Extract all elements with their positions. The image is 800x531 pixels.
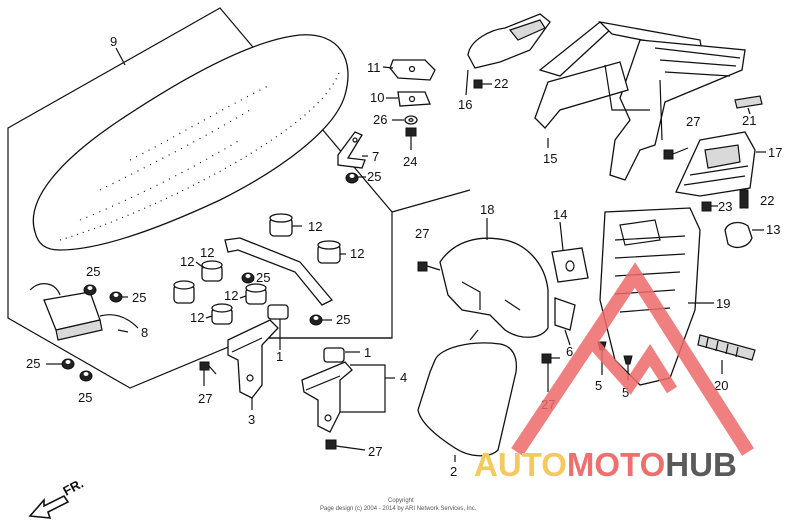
grommet-25-e[interactable] — [109, 291, 123, 303]
callout-1-a: 1 — [276, 349, 283, 364]
watermark-moto: MOTO — [567, 446, 665, 483]
callout-25-g: 25 — [78, 390, 92, 405]
cushion-12-f[interactable] — [211, 303, 233, 325]
seat-bracket-bar[interactable] — [224, 237, 334, 306]
cushion-12-c[interactable] — [201, 260, 223, 282]
watermark-hub: HUB — [665, 446, 737, 483]
callout-25-b: 25 — [256, 270, 270, 285]
callout-20: 20 — [714, 378, 728, 393]
callout-14: 14 — [553, 207, 567, 222]
plate-14[interactable] — [551, 247, 589, 283]
grommet-25-d[interactable] — [83, 284, 97, 296]
callout-26: 26 — [373, 112, 387, 127]
bolt-22-a[interactable] — [473, 79, 483, 89]
tail-cover-17[interactable] — [675, 131, 756, 197]
watermark-text: AUTOMOTOHUB — [474, 446, 737, 483]
callout-27-e: 27 — [686, 114, 700, 129]
bracket-13[interactable] — [724, 221, 753, 249]
callout-16: 16 — [458, 97, 472, 112]
washer-26[interactable] — [404, 115, 418, 125]
clip-11[interactable] — [389, 59, 436, 81]
rubber-1-upper[interactable] — [267, 304, 289, 320]
callout-25-d: 25 — [86, 264, 100, 279]
callout-6: 6 — [566, 344, 573, 359]
callout-13: 13 — [766, 222, 780, 237]
bolt-27-e[interactable] — [663, 147, 689, 160]
grommet-25-f[interactable] — [61, 358, 75, 370]
callout-17: 17 — [768, 145, 782, 160]
callout-1-b: 1 — [364, 345, 371, 360]
watermark-auto: AUTO — [474, 446, 567, 483]
seat[interactable] — [32, 34, 349, 251]
callout-22-a: 22 — [494, 76, 508, 91]
grommet-25-g[interactable] — [79, 370, 93, 382]
callout-12-f: 12 — [190, 310, 204, 325]
cushion-12-d[interactable] — [173, 280, 195, 304]
label-21[interactable] — [734, 95, 763, 109]
callout-8: 8 — [141, 325, 148, 340]
callout-25-e: 25 — [132, 290, 146, 305]
grommet-25-upper[interactable] — [345, 172, 359, 184]
grab-rail-16[interactable] — [467, 13, 551, 69]
callout-25-c: 25 — [336, 312, 350, 327]
tool-box-8[interactable] — [29, 283, 139, 341]
callout-19: 19 — [716, 296, 730, 311]
callout-3: 3 — [248, 412, 255, 427]
cushion-12-a[interactable] — [269, 213, 293, 237]
clip-10[interactable] — [397, 91, 431, 107]
rear-carrier-15[interactable] — [534, 20, 746, 181]
bracket-7[interactable] — [337, 131, 366, 169]
callout-5-b: 5 — [622, 385, 629, 400]
callout-12-c: 12 — [200, 245, 214, 260]
callout-27-c: 27 — [368, 444, 382, 459]
callout-12-b: 12 — [350, 246, 364, 261]
copyright-title: Copyright — [388, 498, 414, 504]
callout-12-e: 12 — [224, 288, 238, 303]
copyright-text: Page design (c) 2004 - 2014 by ARI Netwo… — [320, 506, 477, 512]
hinge-bracket-3[interactable] — [227, 319, 279, 399]
callout-5-a: 5 — [595, 378, 602, 393]
callout-12-d: 12 — [180, 254, 194, 269]
callout-10: 10 — [370, 90, 384, 105]
watermark-logo — [511, 262, 754, 456]
bracket-6[interactable] — [554, 297, 576, 331]
callout-25-f: 25 — [26, 356, 40, 371]
callout-4: 4 — [400, 370, 407, 385]
callout-27-a: 27 — [415, 226, 429, 241]
callout-24: 24 — [403, 154, 417, 169]
callout-22-b: 22 — [760, 193, 774, 208]
seat-group-outline-lower — [250, 189, 471, 339]
callout-7: 7 — [372, 149, 379, 164]
bolt-27-c[interactable] — [325, 439, 366, 451]
cushion-12-e[interactable] — [245, 283, 267, 305]
mud-flap-2[interactable] — [417, 342, 518, 457]
grommet-25-b[interactable] — [241, 272, 255, 284]
rear-fender-18[interactable] — [439, 237, 549, 338]
latch-4[interactable] — [301, 361, 353, 433]
front-direction-arrow: FR. — [28, 476, 86, 519]
callout-15: 15 — [543, 151, 557, 166]
callout-9: 9 — [110, 34, 117, 49]
bolt-22-b[interactable] — [739, 189, 749, 209]
rubber-1-lower[interactable] — [323, 347, 345, 363]
clip-5-b[interactable] — [623, 355, 633, 365]
bolt-24[interactable] — [405, 127, 417, 150]
callout-11: 11 — [367, 60, 381, 75]
bolt-27-a[interactable] — [417, 261, 441, 272]
reflector-strip-20[interactable] — [697, 334, 756, 361]
cushion-12-b[interactable] — [317, 240, 341, 264]
callout-21: 21 — [742, 113, 756, 128]
callout-12-a: 12 — [308, 219, 322, 234]
callout-23: 23 — [718, 199, 732, 214]
callout-27-b: 27 — [198, 391, 212, 406]
bolt-27-b[interactable] — [199, 361, 217, 386]
callout-25-top: 25 — [367, 169, 381, 184]
bolt-27-d[interactable] — [541, 353, 560, 392]
bolt-23[interactable] — [701, 201, 712, 212]
callout-2: 2 — [450, 464, 457, 479]
callout-18: 18 — [480, 202, 494, 217]
grommet-25-c[interactable] — [309, 314, 323, 326]
